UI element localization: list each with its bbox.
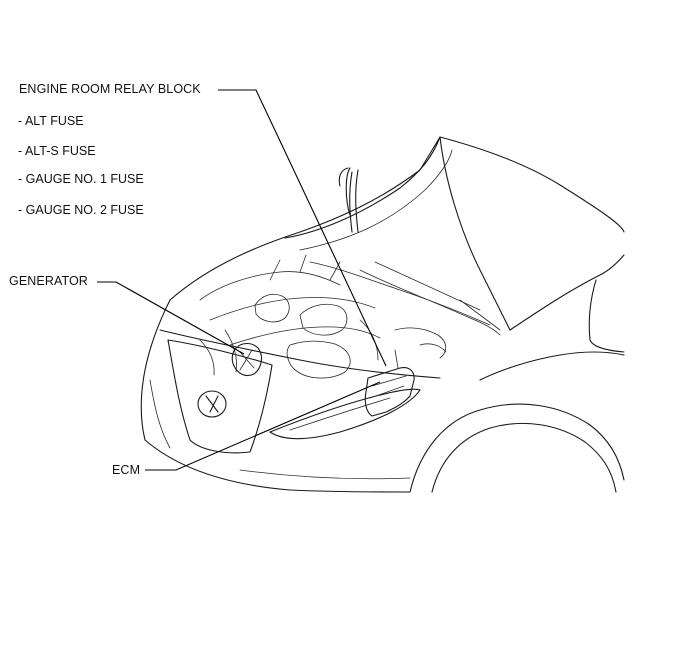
generator-label: GENERATOR bbox=[9, 274, 88, 288]
generator-leader bbox=[97, 281, 245, 355]
engine-room-relay-block-label: ENGINE ROOM RELAY BLOCK bbox=[19, 82, 201, 96]
fuse-list-item-alt: - ALT FUSE bbox=[18, 114, 84, 128]
fuse-list-item-alt-s: - ALT-S FUSE bbox=[18, 144, 96, 158]
ecm-label: ECM bbox=[112, 463, 141, 477]
car-body-outline bbox=[140, 136, 625, 493]
relay-block-leader bbox=[218, 89, 387, 367]
fuse-list-item-gauge-1: - GAUGE NO. 1 FUSE bbox=[18, 172, 144, 186]
fuse-list-item-gauge-2: - GAUGE NO. 2 FUSE bbox=[18, 203, 144, 217]
engine-bay-detail bbox=[199, 254, 501, 417]
leader-lines bbox=[97, 89, 387, 471]
ecm-leader bbox=[145, 381, 381, 471]
